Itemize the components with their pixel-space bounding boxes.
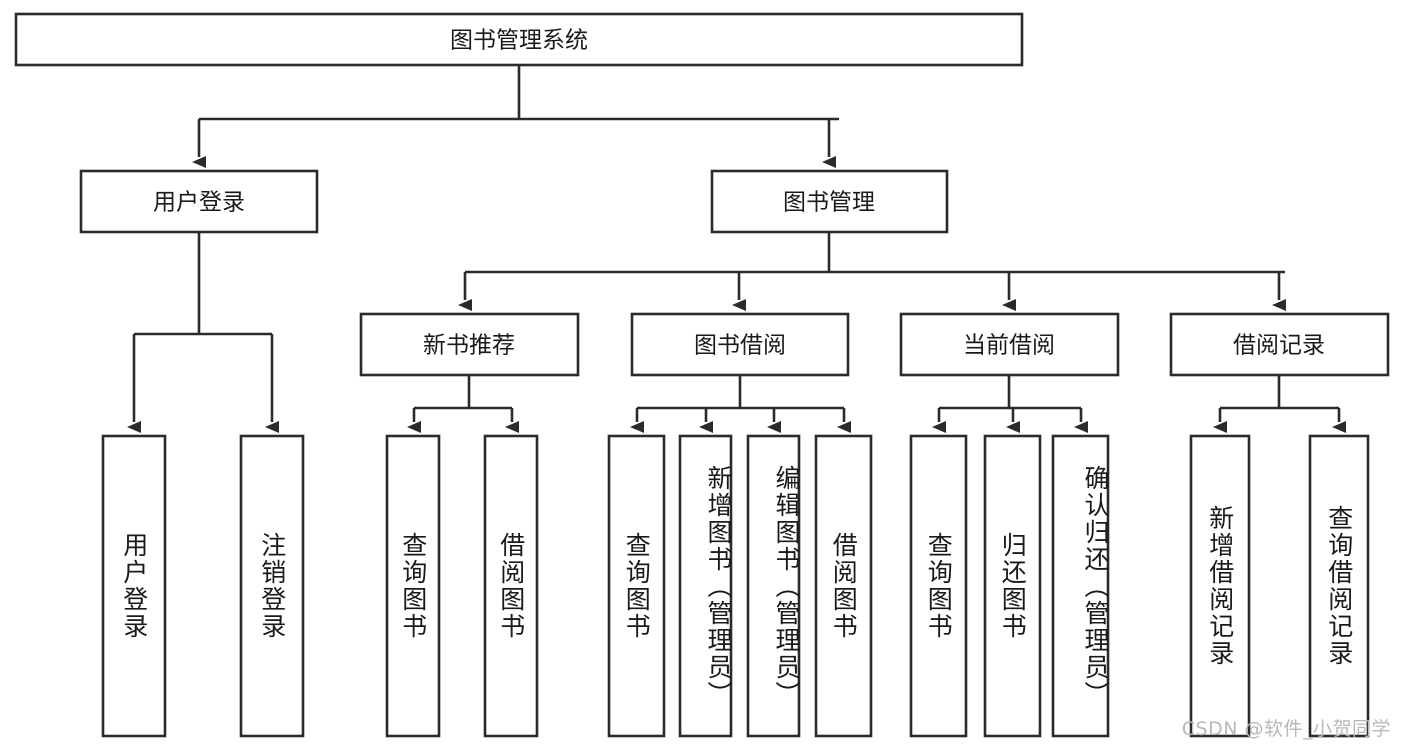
connector-group-new-book	[407, 375, 519, 433]
leaf-box[interactable]	[607, 434, 666, 738]
node-book-manage-label: 图书管理	[783, 190, 875, 216]
leaf-box[interactable]	[746, 434, 801, 738]
connector-group-book-manage	[458, 232, 1286, 311]
connector-group-user-login	[127, 232, 279, 433]
node-book-manage[interactable]: 图书管理	[710, 169, 949, 234]
node-borrow-record-label: 借阅记录	[1233, 333, 1325, 359]
connector-group-borrow-record	[1213, 375, 1346, 433]
leaf-box[interactable]	[385, 434, 441, 738]
leaf-box[interactable]	[983, 434, 1042, 738]
leaf-box[interactable]	[1051, 434, 1110, 738]
node-current-borrow[interactable]: 当前借阅	[899, 312, 1120, 377]
leaf-box[interactable]	[1189, 434, 1251, 738]
node-new-book-recommend[interactable]: 新书推荐	[359, 312, 580, 377]
node-root-label: 图书管理系统	[450, 28, 588, 54]
node-borrow-record[interactable]: 借阅记录	[1169, 312, 1390, 377]
leaf-box[interactable]	[239, 434, 305, 738]
connector-group-current-borrow	[932, 375, 1088, 433]
leaf-box[interactable]	[1308, 434, 1370, 738]
leaf-box[interactable]	[483, 434, 539, 738]
leaf-box[interactable]	[909, 434, 968, 738]
node-current-borrow-label: 当前借阅	[963, 333, 1055, 359]
connector-group-root	[192, 65, 839, 168]
connector-group-borrow	[630, 375, 851, 433]
node-book-borrow[interactable]: 图书借阅	[630, 312, 850, 377]
watermark: CSDN @软件_小贺同学	[1181, 718, 1391, 740]
node-new-book-recommend-label: 新书推荐	[423, 333, 515, 359]
node-user-login[interactable]: 用户登录	[79, 169, 319, 234]
node-user-login-label: 用户登录	[153, 190, 245, 216]
leaf-box[interactable]	[678, 434, 733, 738]
node-book-borrow-label: 图书借阅	[694, 333, 786, 359]
leaf-boxes	[101, 434, 1370, 738]
leaf-box[interactable]	[814, 434, 873, 738]
leaf-box[interactable]	[101, 434, 167, 738]
node-root[interactable]: 图书管理系统	[14, 12, 1024, 67]
